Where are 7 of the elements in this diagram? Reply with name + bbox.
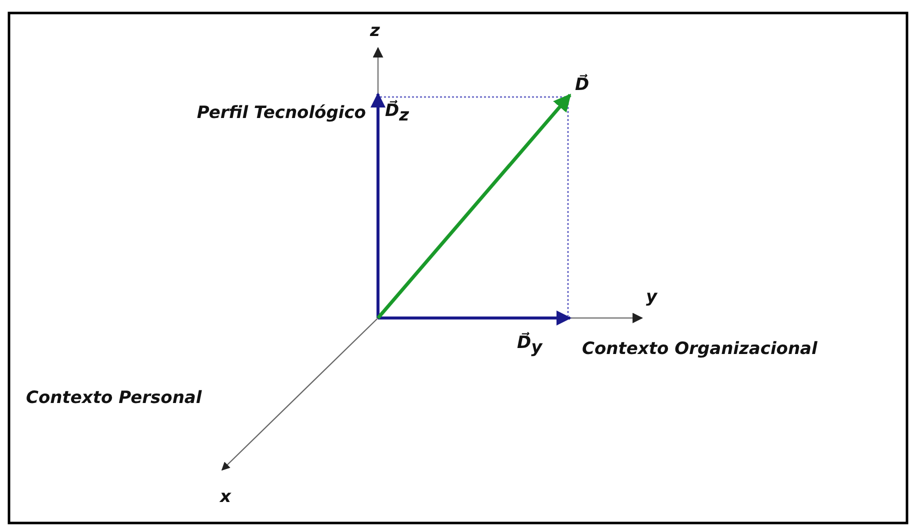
axis-label: x <box>220 488 231 507</box>
axis-label: z <box>370 22 380 41</box>
axis-name: Contexto Personal <box>26 389 202 408</box>
axis-name: Perfil Tecnológico <box>196 104 366 123</box>
axis-name: Contexto Organizacional <box>582 340 818 359</box>
axis-label: y <box>646 288 658 307</box>
vector-label: D⃗ <box>575 76 590 95</box>
